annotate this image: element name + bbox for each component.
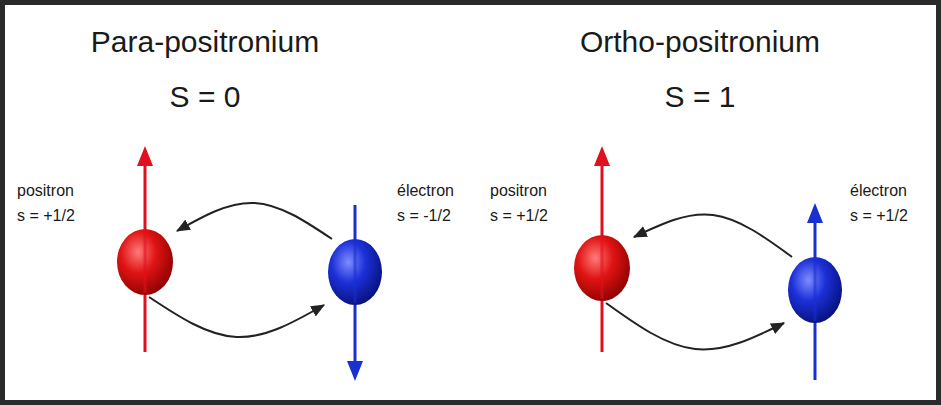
spin-axis: [814, 259, 817, 321]
particle-name: électron: [397, 178, 454, 203]
particle-drawing: [328, 239, 382, 305]
spin-arrow-line: [144, 166, 147, 352]
spin-axis: [144, 231, 147, 293]
particle-caption: électrons = +1/2: [850, 178, 908, 228]
particle-ball: [117, 229, 173, 295]
particle-caption: positrons = +1/2: [17, 178, 75, 228]
positron-sphere: positrons = +1/2: [574, 235, 630, 301]
spin-value: s = +1/2: [490, 203, 548, 228]
positron-sphere: positrons = +1/2: [117, 229, 173, 295]
exchange-arrow: [177, 203, 332, 239]
particle-name: électron: [850, 178, 908, 203]
spin-arrow-head: [807, 203, 823, 223]
particle-name: positron: [490, 178, 548, 203]
heading-block: S = 0: [0, 69, 415, 124]
spin-value: s = -1/2: [397, 203, 454, 228]
particle-drawing: [574, 235, 630, 301]
electron-sphere: électrons = +1/2: [788, 257, 842, 323]
heading-text: Ortho-positronium: [490, 14, 910, 69]
heading-block: S = 1: [490, 69, 910, 124]
particle-ball: [328, 239, 382, 305]
particle-drawing: [788, 257, 842, 323]
particle-drawing: [117, 229, 173, 295]
electron-sphere: électrons = -1/2: [328, 239, 382, 305]
spin-axis: [354, 241, 357, 303]
particle-name: positron: [17, 178, 75, 203]
heading-text: S = 0: [0, 69, 415, 124]
exchange-arrow: [606, 303, 784, 349]
heading-block: Ortho-positronium: [490, 14, 910, 69]
spin-arrow-head: [137, 146, 153, 166]
heading-block: Para-positronium: [0, 14, 415, 69]
particle-caption: positrons = +1/2: [490, 178, 548, 228]
spin-arrow-line: [354, 205, 357, 361]
spin-axis: [601, 237, 604, 299]
spin-arrow-line: [814, 223, 817, 380]
exchange-arrow: [149, 297, 324, 337]
exchange-arrow: [634, 214, 792, 257]
particle-ball: [574, 235, 630, 301]
spin-arrow-line: [601, 166, 604, 352]
particle-ball: [788, 257, 842, 323]
spin-arrow-head: [594, 146, 610, 166]
heading-text: S = 1: [490, 69, 910, 124]
heading-text: Para-positronium: [0, 14, 415, 69]
spin-value: s = +1/2: [850, 203, 908, 228]
spin-arrow-head: [347, 361, 363, 381]
particle-caption: électrons = -1/2: [397, 178, 454, 228]
spin-value: s = +1/2: [17, 203, 75, 228]
